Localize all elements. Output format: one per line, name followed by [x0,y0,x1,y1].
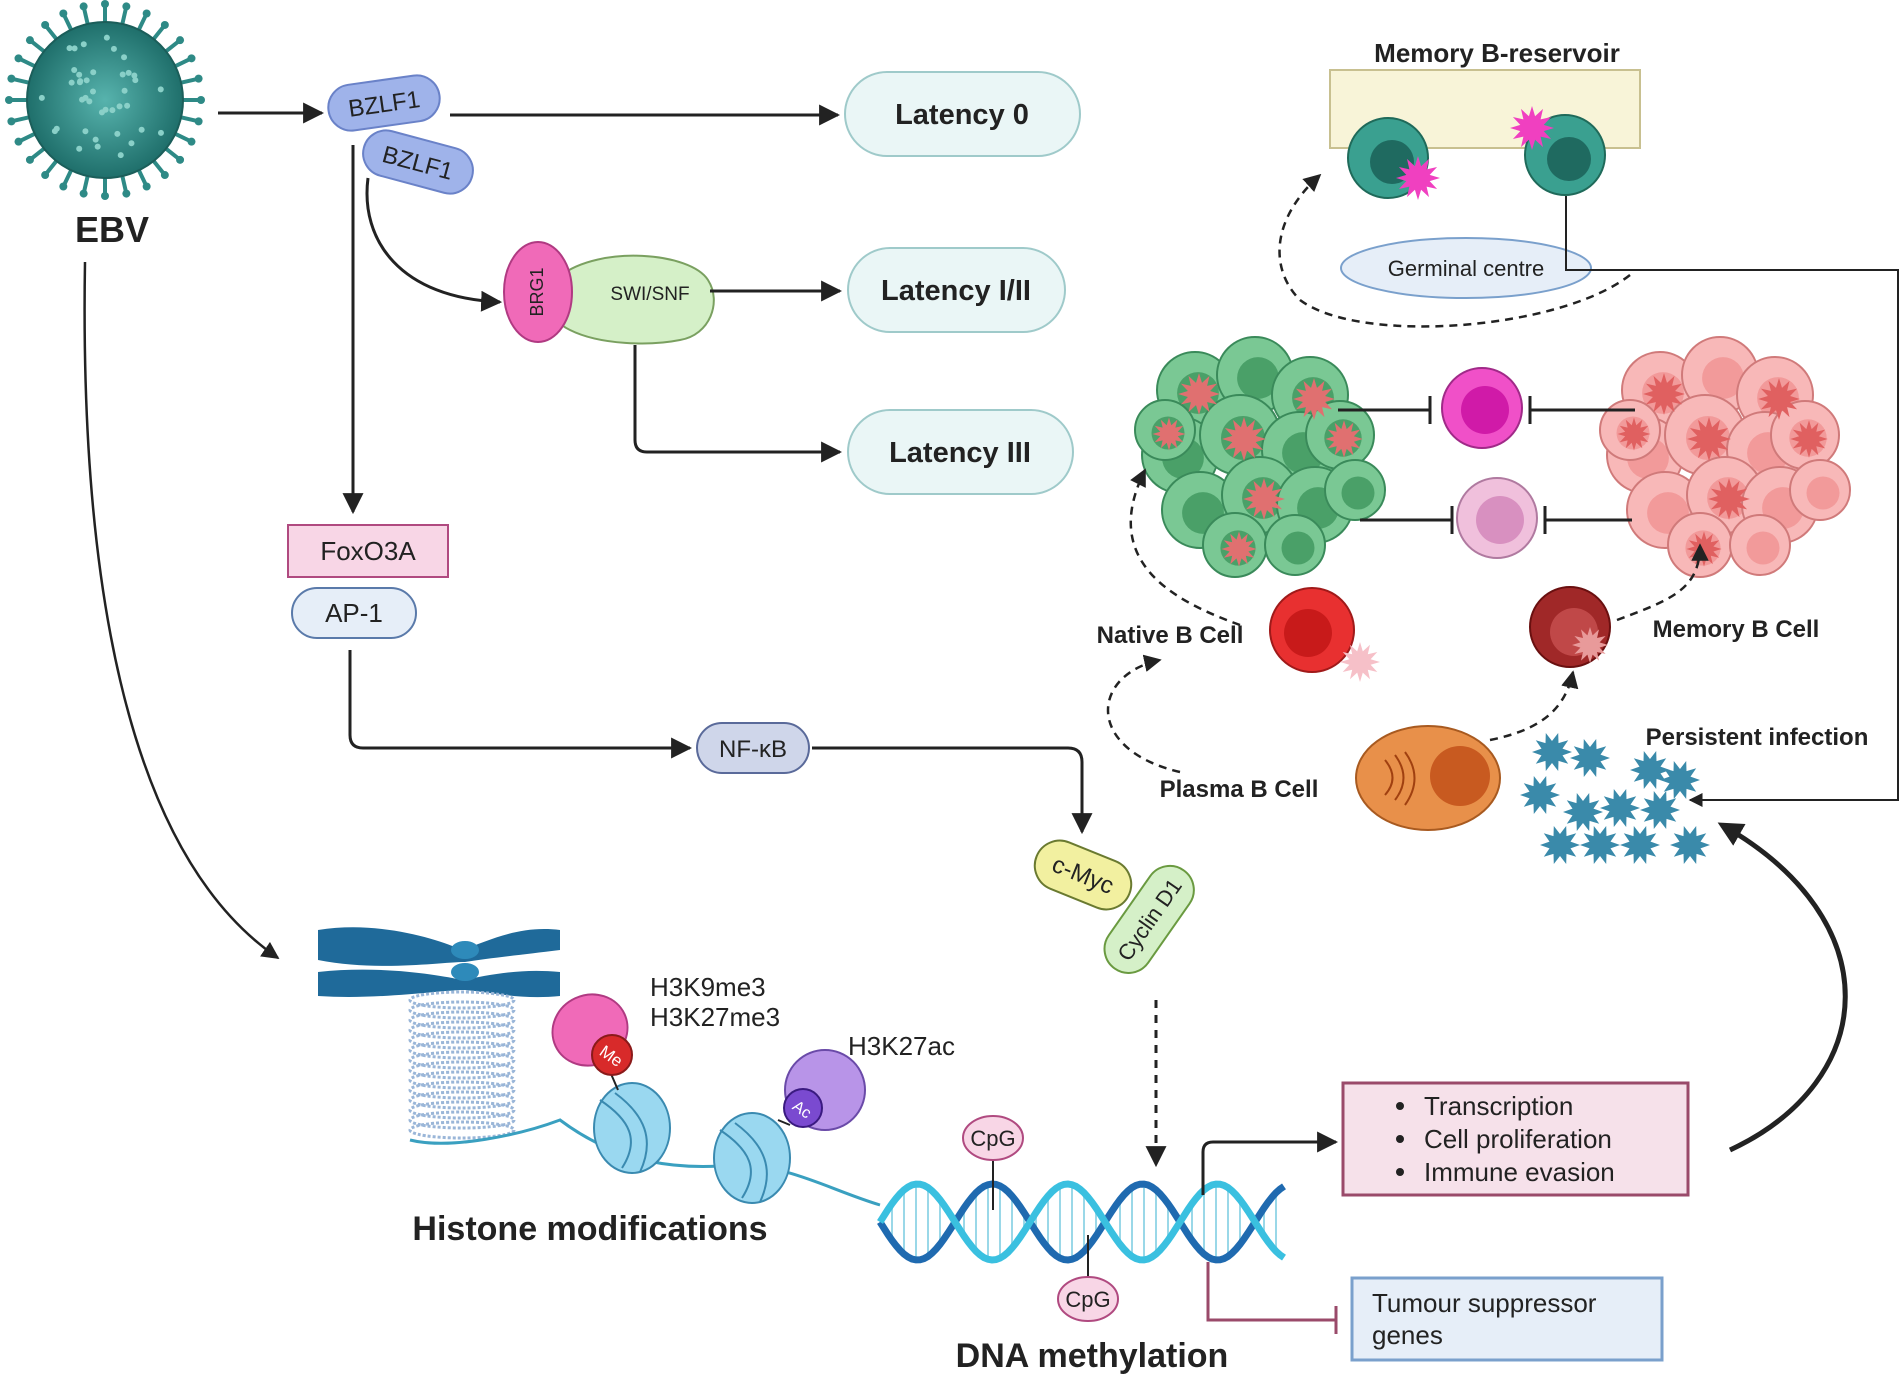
arrow-ebv-chromosome [85,262,278,958]
dna-helix-icon [880,1184,1284,1260]
svg-text:Latency 0: Latency 0 [895,99,1029,131]
arrow-nfkb-cmyc [812,748,1082,832]
svg-text:Latency I/II: Latency I/II [881,275,1031,307]
latency-3-box: Latency III [848,410,1073,494]
latency-0-box: Latency 0 [845,72,1080,156]
brg1-protein: BRG1 [504,242,572,342]
small-virus-cluster [1520,733,1710,864]
svg-text:SWI/SNF: SWI/SNF [610,284,689,305]
plasma-b-cell [1356,726,1500,830]
tumour-suppressor-box: Tumour suppressor genes [1352,1278,1662,1360]
chromosome-icon [318,927,560,997]
svg-text:BRG1: BRG1 [527,267,547,316]
chromatin-coil [410,992,514,1138]
svg-text:CpG: CpG [1065,1287,1110,1312]
native-b-cell-label: Native B Cell [1097,622,1244,649]
histone-modifications-title: Histone modifications [412,1210,767,1248]
arrow-bzlf1-brg1 [367,178,500,302]
cmyc-pill: c-Myc [1027,833,1138,917]
h3k9me3-label: H3K9me3 [650,972,766,1002]
svg-text:NF-κB: NF-κB [719,736,787,763]
germinal-centre-ellipse: Germinal centre [1341,238,1591,298]
outcome-item: Cell proliferation [1424,1124,1612,1154]
svg-text:FoxO3A: FoxO3A [320,536,416,566]
latency-1-2-box: Latency I/II [848,248,1065,332]
svg-text:genes: genes [1372,1320,1443,1350]
nucleosome-1 [594,1083,670,1173]
arrow-ap1-nfkb [350,650,690,748]
arrow-swisnf-latency3 [635,345,840,452]
nucleosome-2 [714,1113,790,1203]
ap1-pill: AP-1 [292,588,416,638]
svg-text:CpG: CpG [970,1126,1015,1151]
h3k27ac-label: H3K27ac [848,1031,955,1061]
ebv-virus-icon [5,0,205,200]
svg-text:Latency III: Latency III [889,437,1031,469]
memory-reservoir-title: Memory B-reservoir [1374,38,1620,68]
svg-text:Germinal centre: Germinal centre [1388,256,1545,281]
svg-text:Tumour suppressor: Tumour suppressor [1372,1288,1597,1318]
cpg-bottom-site: CpG [1058,1235,1118,1321]
pale-target-cell [1457,478,1537,558]
bzlf1-pill-a: BZLF1 [325,72,442,133]
outcome-item: Transcription [1424,1091,1573,1121]
outcomes-box: Transcription Cell proliferation Immune … [1343,1083,1688,1195]
ebv-label: EBV [75,209,149,250]
persistent-infection-label: Persistent infection [1646,724,1869,751]
green-cell-cluster [1135,337,1385,577]
inhibit-tumour-suppressor [1208,1262,1335,1320]
native-b-cell [1270,588,1354,672]
pink-cell-cluster [1600,337,1850,577]
outcome-item: Immune evasion [1424,1157,1615,1187]
methyl-modifier-icon: Me [541,982,639,1090]
nfkb-pill: NF-κB [697,723,809,773]
arrow-outcomes-persistent [1722,825,1845,1150]
memory-b-cell [1530,587,1610,667]
magenta-target-cell [1442,368,1522,448]
h3k27me3-label: H3K27me3 [650,1002,780,1032]
memory-b-cell-label: Memory B Cell [1653,616,1820,643]
acetyl-modifier-icon: Ac [778,1050,865,1130]
plasma-b-cell-label: Plasma B Cell [1160,776,1319,803]
bzlf1-pill-b: BZLF1 [358,125,478,198]
dna-methylation-title: DNA methylation [956,1337,1229,1375]
svg-text:AP-1: AP-1 [325,598,383,628]
foxo3a-box: FoxO3A [288,525,448,577]
